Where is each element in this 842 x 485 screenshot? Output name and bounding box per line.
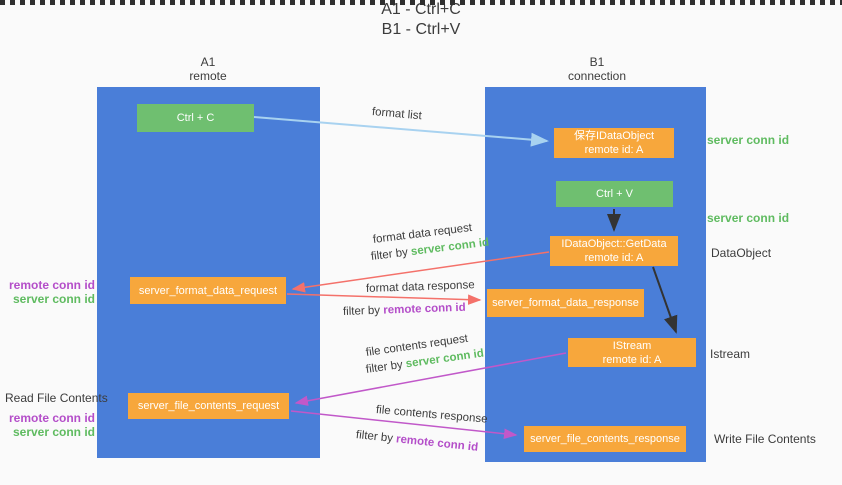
format-request-label: server_format_data_request <box>138 284 278 297</box>
side-label-server-conn-id-mid: server conn id <box>707 211 790 225</box>
save-idataobject-line1: 保存IDataObject <box>573 130 655 142</box>
left-bottom-server-conn-id: server conn id <box>12 425 95 439</box>
lane-header-b1: B1 connection <box>537 55 657 83</box>
filter-prefix: filter by <box>365 358 404 376</box>
node-ctrl-c: Ctrl + C <box>137 104 254 132</box>
file-response-label: server_file_contents_response <box>530 433 680 445</box>
lane-b1-name: B1 <box>589 55 605 69</box>
title-line-2: B1 - Ctrl+V <box>381 21 461 38</box>
arrow-label-format-list: format list <box>371 106 423 123</box>
filter-key-remote-conn-id: remote conn id <box>383 301 466 317</box>
lane-b1-role: connection <box>567 69 627 83</box>
getdata-line2: remote id: A <box>584 252 644 264</box>
filter-prefix: filter by <box>355 429 394 445</box>
node-istream: IStream remote id: A <box>568 338 696 367</box>
node-server-file-contents-response: server_file_contents_response <box>524 426 686 452</box>
title-line-1: A1 - Ctrl+C <box>381 1 461 18</box>
left-mid-server-conn-id: server conn id <box>12 292 95 306</box>
left-bottom-conn-ids: remote conn id server conn id <box>0 411 95 439</box>
node-save-idataobject: 保存IDataObject remote id: A <box>554 128 674 158</box>
node-ctrl-v: Ctrl + V <box>556 181 673 207</box>
file-request-label: server_file_contents_request <box>137 400 280 412</box>
ctrl-v-label: Ctrl + V <box>596 188 633 200</box>
left-bottom-remote-conn-id: remote conn id <box>8 411 95 425</box>
left-mid-conn-ids: remote conn id server conn id <box>0 278 95 306</box>
node-server-format-data-response: server_format_data_response <box>487 289 644 317</box>
arrow-label-format-data-response: format data response <box>365 279 475 295</box>
save-idataobject-line2: remote id: A <box>584 144 644 156</box>
node-idataobject-getdata: IDataObject::GetData remote id: A <box>550 236 678 266</box>
left-mid-remote-conn-id: remote conn id <box>8 278 95 292</box>
arrow-label-filter-format-response: filter by remote conn id <box>343 302 466 318</box>
side-label-server-conn-id-top: server conn id <box>707 133 790 147</box>
lane-header-a1: A1 remote <box>148 55 268 83</box>
lane-a1-role: remote <box>189 69 227 83</box>
arrow-label-filter-file-response: filter by remote conn id <box>355 429 478 454</box>
side-label-write-file-contents: Write File Contents <box>714 432 816 446</box>
node-server-file-contents-request: server_file_contents_request <box>128 393 289 419</box>
format-response-label: server_format_data_response <box>492 297 639 309</box>
filter-prefix: filter by <box>342 304 381 318</box>
istream-line2: remote id: A <box>602 353 662 366</box>
filter-key-remote-conn-id: remote conn id <box>395 433 479 454</box>
getdata-line1: IDataObject::GetData <box>561 238 667 250</box>
filter-prefix: filter by <box>370 246 409 263</box>
ctrl-c-label: Ctrl + C <box>176 112 215 124</box>
diagram-title: A1 - Ctrl+C B1 - Ctrl+V <box>0 0 842 40</box>
arrow-label-file-contents-response: file contents response <box>375 404 488 426</box>
side-label-read-file-contents: Read File Contents <box>5 391 108 405</box>
side-label-istream: Istream <box>710 347 751 361</box>
side-label-dataobject: DataObject <box>711 246 772 260</box>
lane-a1-name: A1 <box>200 55 216 69</box>
istream-line1: IStream <box>612 339 652 352</box>
dotted-separator-line <box>0 0 842 5</box>
node-server-format-data-request: server_format_data_request <box>130 277 286 304</box>
